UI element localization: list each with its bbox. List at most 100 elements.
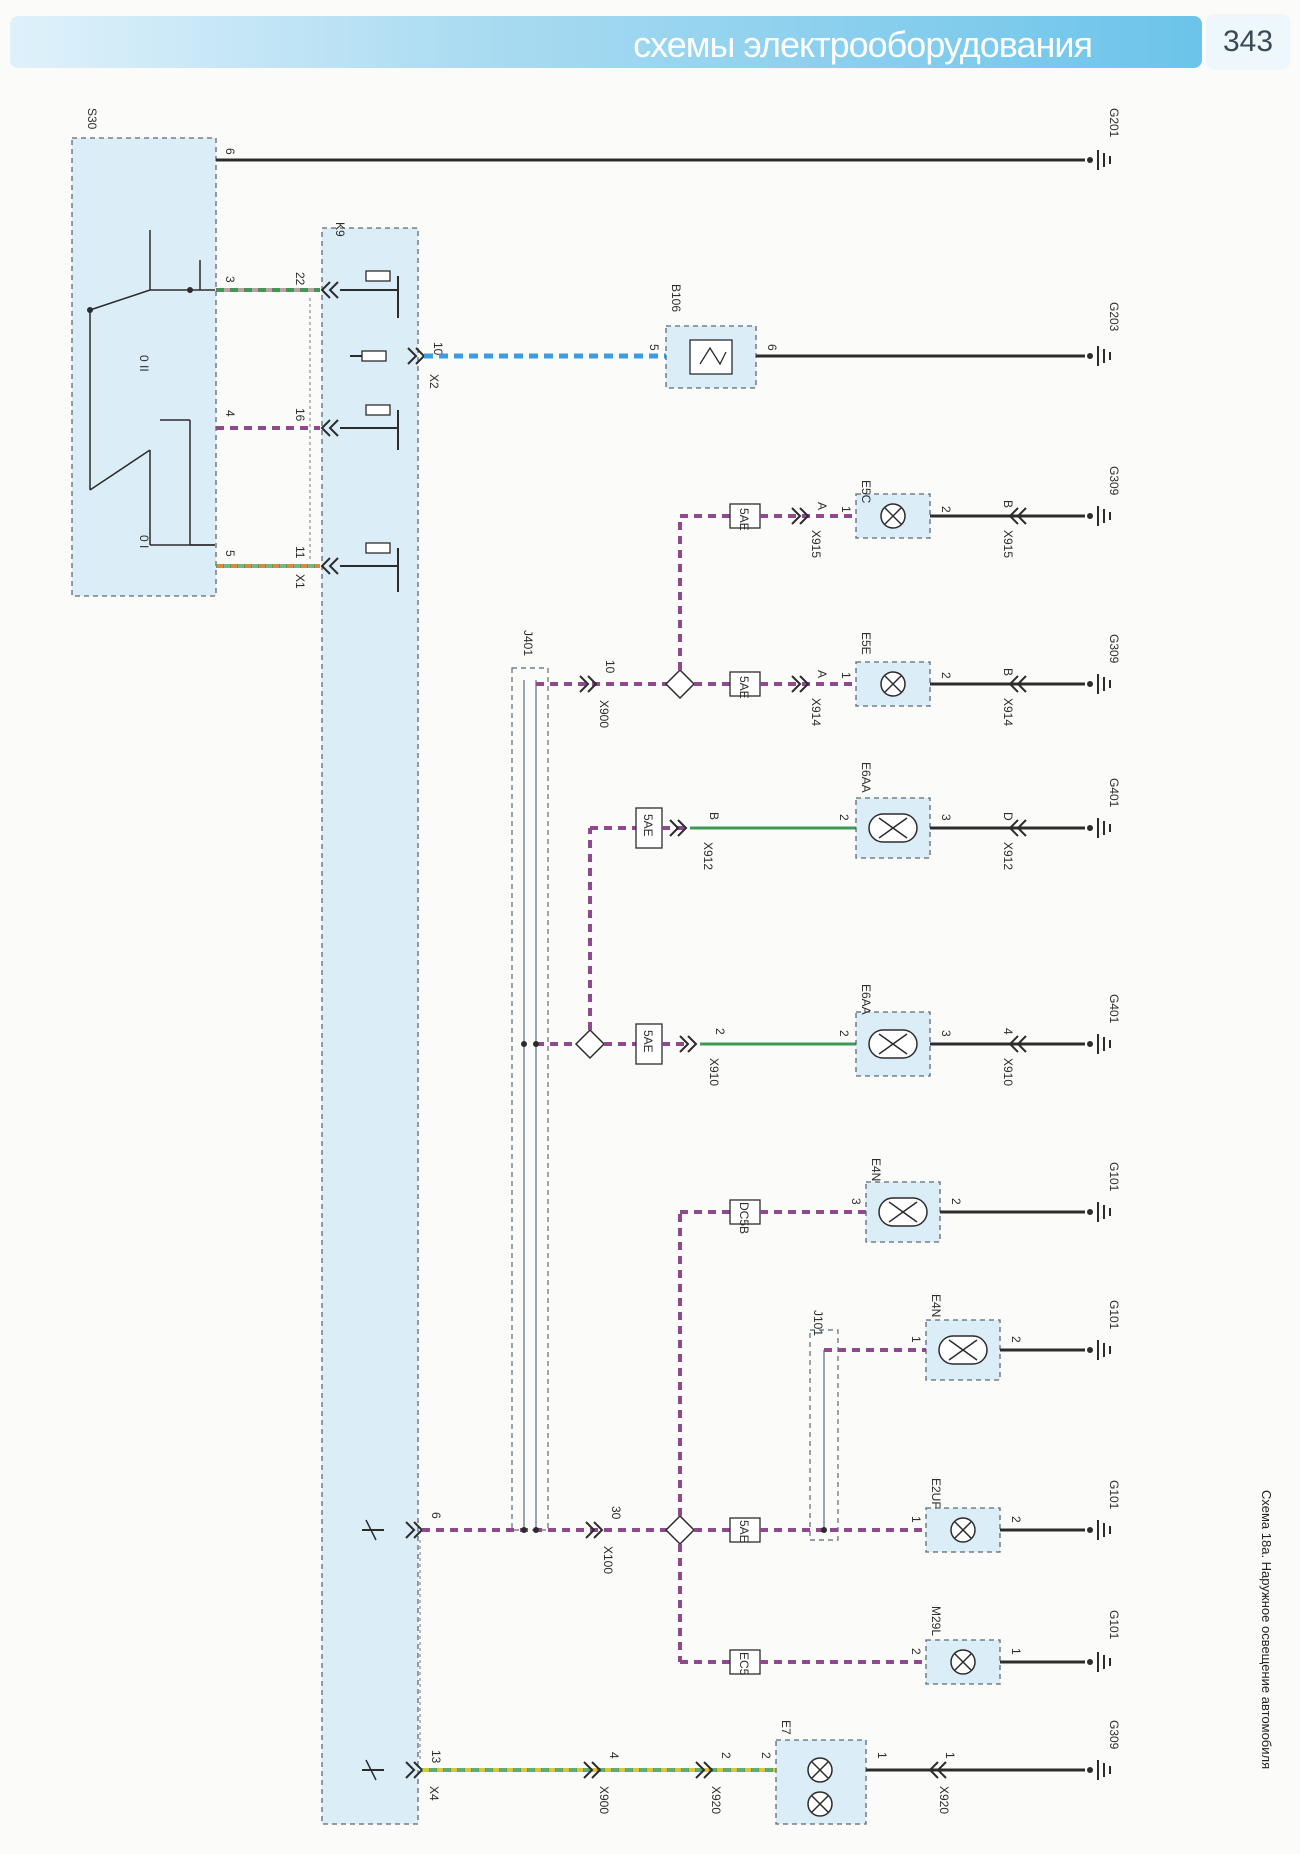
label-e6aa-top: E6AA (859, 762, 873, 793)
connector-x914: X914 (809, 698, 823, 726)
connector-x2: X2 (427, 374, 441, 389)
label-e7: E7 (779, 1720, 793, 1735)
pin-s30-4: 4 (223, 410, 237, 417)
pin-x900-4: 4 (607, 1752, 621, 1759)
pin-e4n2-1: 1 (909, 1336, 923, 1343)
splice-diamond-3 (664, 1514, 696, 1546)
pin-k9-13: 13 (429, 1750, 443, 1764)
splice-diamond-2 (574, 1028, 606, 1060)
label-e5c: E5C (859, 480, 873, 504)
ground-g101-4-icon (1086, 1651, 1111, 1673)
pin-x910-4: 4 (1001, 1028, 1015, 1035)
ground-g309-icon (1086, 505, 1111, 527)
pin-e4n1-3: 3 (849, 1198, 863, 1205)
pin-e6aa1-2: 2 (837, 814, 851, 821)
label-g101-4: G101 (1107, 1610, 1121, 1640)
ground-g401-2-icon (1086, 1033, 1111, 1055)
pin-e6aa2-2: 2 (837, 1030, 851, 1037)
fuse-2-label: 5AE (737, 676, 751, 699)
k9-input-11 (321, 542, 399, 592)
pin-x100-30: 30 (609, 1506, 623, 1520)
pin-e6aa1-3: 3 (939, 814, 953, 821)
label-e5e: E5E (859, 632, 873, 655)
fuse-6 (729, 1517, 761, 1543)
page-header: схемы электрооборудования 343 (10, 14, 1290, 70)
fuse-1 (729, 503, 761, 529)
switch-s30-internals (89, 230, 215, 546)
connector-x900b: X900 (597, 1786, 611, 1814)
label-j401: J401 (521, 630, 535, 656)
k9-resistor-10 (361, 350, 387, 362)
connector-x910b: X910 (1001, 1058, 1015, 1086)
label-g203: G203 (1107, 302, 1121, 332)
label-s30: S30 (85, 108, 99, 130)
pin-s30-3: 3 (223, 276, 237, 283)
module-k9 (321, 227, 419, 1825)
label-e4n-top: E4N (869, 1158, 883, 1181)
fuse-3-label: 5AE (641, 814, 655, 837)
pin-s30-5: 5 (223, 550, 237, 557)
sensor-b106 (665, 325, 757, 389)
label-e4n-bottom: E4N (929, 1294, 943, 1317)
fuse-5 (729, 1199, 761, 1225)
label-j101: J101 (811, 1310, 825, 1336)
ground-g309-3-icon (1086, 1759, 1111, 1781)
splice-j101 (809, 1329, 839, 1541)
k9-input-22 (321, 270, 399, 318)
pin-e2uf-1: 1 (909, 1516, 923, 1523)
pin-x912-b: B (707, 812, 721, 820)
fuse-5-label: DC5B (737, 1202, 751, 1234)
label-g101-1: G101 (1107, 1162, 1121, 1192)
pin-e6aa2-3: 3 (939, 1030, 953, 1037)
ground-g101-2-icon (1086, 1339, 1111, 1361)
label-g201: G201 (1107, 108, 1121, 138)
ground-g101-1-icon (1086, 1201, 1111, 1223)
connector-x912: X912 (701, 842, 715, 870)
pin-k9-16: 16 (293, 408, 307, 422)
connector-x910: X910 (707, 1058, 721, 1086)
pin-x920-2: 2 (719, 1752, 733, 1759)
ground-g309-2-icon (1086, 673, 1111, 695)
connector-x100: X100 (601, 1546, 615, 1574)
pin-x912-d: D (1001, 812, 1015, 821)
pin-e4n2-2: 2 (1009, 1336, 1023, 1343)
pin-x915-a: A (815, 502, 829, 510)
switch-s30 (71, 137, 217, 597)
header-bar: схемы электрооборудования (10, 16, 1202, 68)
label-g309-1: G309 (1107, 466, 1121, 496)
fuse-7 (729, 1649, 761, 1675)
label-g401-1: G401 (1107, 778, 1121, 808)
pin-e7-1: 1 (875, 1752, 889, 1759)
pin-e2uf-2: 2 (1009, 1516, 1023, 1523)
fuse-2 (729, 671, 761, 697)
connector-x900a: X900 (597, 700, 611, 728)
connector-x920: X920 (709, 1786, 723, 1814)
pin-e5c-1: 1 (839, 506, 853, 513)
pin-s30-6: 6 (223, 148, 237, 155)
page-number: 343 (1206, 14, 1290, 70)
connector-x912b: X912 (1001, 842, 1015, 870)
pin-b106-6: 6 (765, 344, 779, 351)
fuse-4-label: 5AE (641, 1030, 655, 1053)
pin-e4n1-2: 2 (949, 1198, 963, 1205)
pin-e5e-2: 2 (939, 672, 953, 679)
k9-input-16 (321, 404, 399, 450)
splice-diamond-1 (664, 668, 696, 700)
ground-g101-3-icon (1086, 1519, 1111, 1541)
connector-x915b: X915 (1001, 530, 1015, 558)
pin-x915-b: B (1001, 500, 1015, 508)
ground-g201-icon (1086, 149, 1111, 171)
pin-k9-6: 6 (429, 1512, 443, 1519)
pin-m29l-2: 2 (909, 1648, 923, 1655)
switch-label-pos1: 0 II (137, 355, 151, 372)
fuse-6-label: 5AE (737, 1520, 751, 1543)
pin-b106-5: 5 (647, 344, 661, 351)
label-k9: K9 (333, 222, 347, 237)
label-e2uf: E2UF (929, 1478, 943, 1509)
connector-x920b: X920 (937, 1786, 951, 1814)
plug-x100-icon (585, 1521, 603, 1539)
label-g101-3: G101 (1107, 1480, 1121, 1510)
pin-k9-10: 10 (431, 342, 445, 356)
connector-x914b: X914 (1001, 698, 1015, 726)
